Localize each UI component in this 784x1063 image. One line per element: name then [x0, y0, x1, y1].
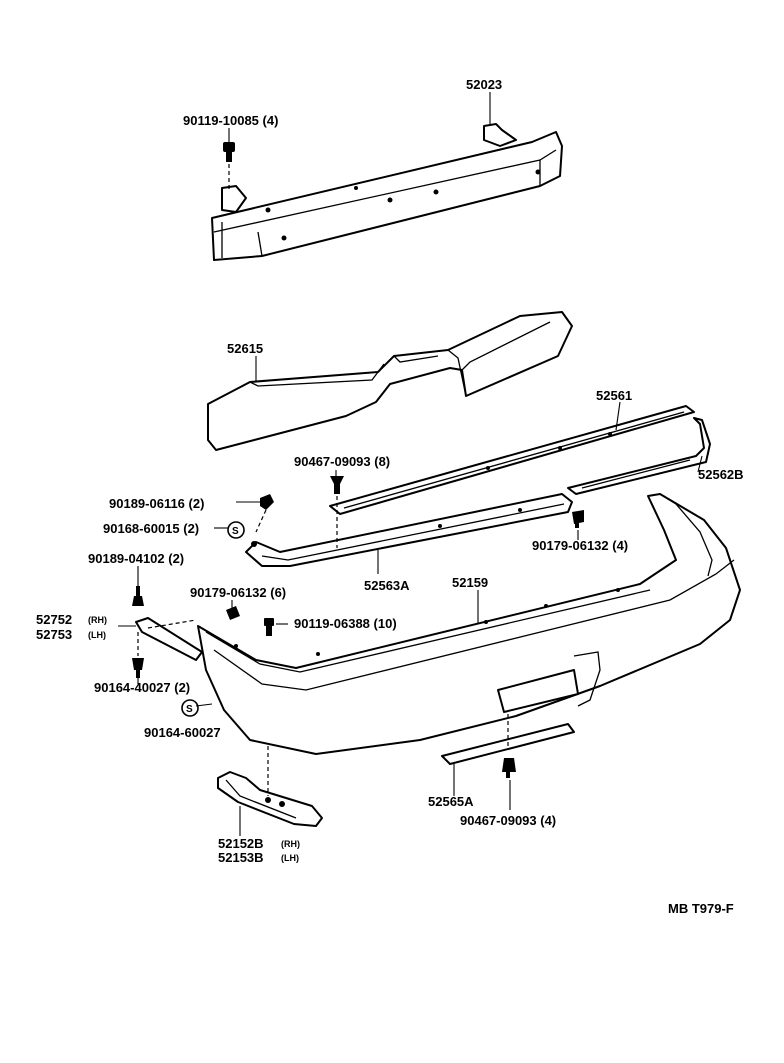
label-52153B-side: (LH): [281, 853, 299, 863]
reinforcement-52023: [211, 123, 563, 261]
retainer-52562B: [567, 417, 711, 495]
leader-lines: [118, 92, 703, 836]
bracket-52752-52753: [135, 617, 203, 661]
label-90179-06132-4: 90179-06132 (4): [532, 538, 628, 553]
label-90467-09093-8: 90467-09093 (8): [294, 454, 390, 469]
label-52565A: 52565A: [428, 794, 474, 809]
label-90119-10085: 90119-10085 (4): [183, 113, 278, 128]
footer-code: MB T979-F: [668, 901, 734, 916]
label-52615: 52615: [227, 341, 263, 356]
label-90168-60015: 90168-60015 (2): [103, 521, 199, 536]
label-90179-06132-6: 90179-06132 (6): [190, 585, 286, 600]
label-52562B: 52562B: [698, 467, 744, 482]
label-90119-06388: 90119-06388 (10): [294, 616, 397, 631]
nut-90179-06132-6: [226, 606, 240, 620]
label-52563A: 52563A: [364, 578, 410, 593]
label-52753: 52753: [36, 627, 72, 642]
bolt-90119-06388: [264, 618, 274, 636]
retainer-52563A: [245, 493, 573, 567]
bolt-90119-10085: [223, 142, 235, 190]
nut-90168-60015: S: [227, 521, 245, 539]
nut-90164-60027: S: [181, 699, 199, 717]
clip-90189-04102: [132, 586, 144, 606]
clip-90467-09093-8: [330, 476, 344, 548]
nut-90179-06132-4: [572, 510, 584, 528]
label-52152B: 52152B: [218, 836, 264, 851]
label-52752-side: (RH): [88, 615, 107, 625]
clip-90189-06116: [255, 494, 274, 533]
label-52152B-side: (RH): [281, 839, 300, 849]
clip-90164-40027: [132, 632, 144, 678]
label-90189-04102: 90189-04102 (2): [88, 551, 184, 566]
label-52752: 52752: [36, 612, 72, 627]
strip-52565A: [441, 714, 575, 778]
side-piece-52152B-52153B: [217, 746, 323, 827]
label-90467-09093-4: 90467-09093 (4): [460, 813, 556, 828]
bumper-cover-52159: [197, 493, 741, 755]
label-90164-60027: 90164-60027: [144, 725, 221, 740]
label-52561: 52561: [596, 388, 632, 403]
label-90189-06116: 90189-06116 (2): [109, 496, 204, 511]
label-52023: 52023: [466, 77, 502, 92]
label-90164-40027: 90164-40027 (2): [94, 680, 190, 695]
part-labels: 52023 90119-10085 (4) 52615 52561 52562B…: [36, 77, 744, 916]
label-52153B: 52153B: [218, 850, 264, 865]
absorber-52615: [207, 311, 573, 451]
label-52159: 52159: [452, 575, 488, 590]
label-52753-side: (LH): [88, 630, 106, 640]
svg-text:S: S: [232, 526, 239, 537]
svg-text:S: S: [186, 704, 193, 715]
